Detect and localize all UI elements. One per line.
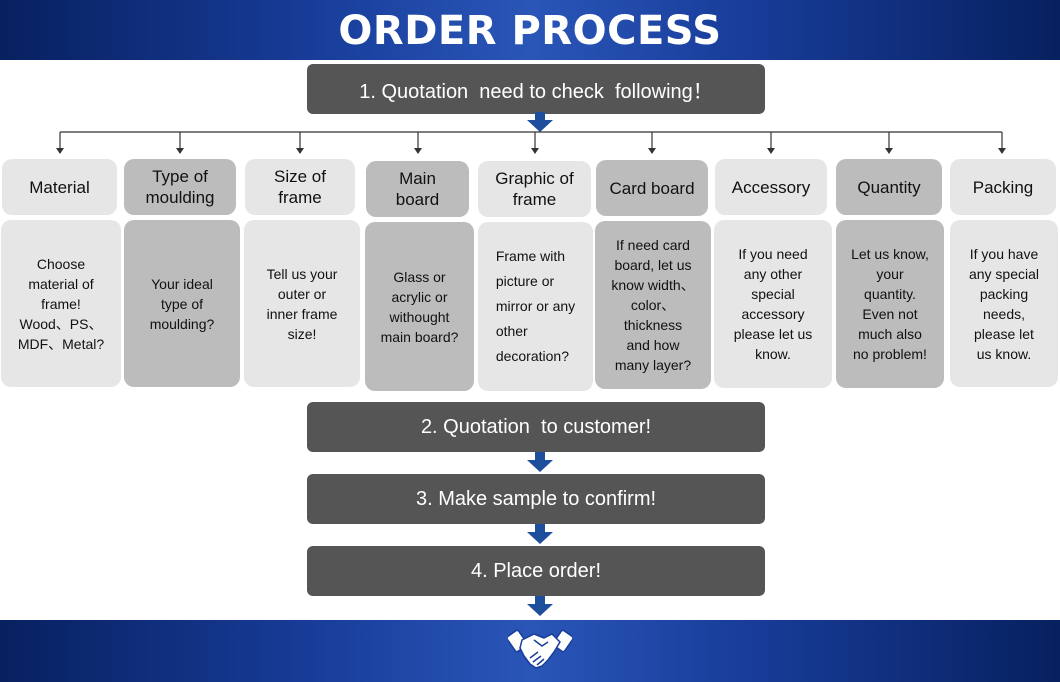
card-board-header: Card board: [596, 160, 708, 216]
packing-title: Packing: [972, 177, 1034, 197]
step-4-box: 4. Place order!: [307, 546, 765, 596]
size-description: Tell us your outer or inner frame size!: [244, 220, 360, 387]
step-3-box: 3. Make sample to confirm!: [307, 474, 765, 524]
graphic-header: Graphic of frame: [478, 161, 591, 217]
card-board-title: Card board: [609, 178, 695, 198]
graphic-description: Frame with picture or mirror or any othe…: [478, 222, 593, 391]
quantity-description: Let us know, your quantity. Even not muc…: [836, 220, 944, 388]
graphic-text: Frame with picture or mirror or any othe…: [495, 248, 576, 364]
packing-header: Packing: [950, 159, 1056, 215]
accessory-text: If you need any other special accessory …: [733, 246, 813, 362]
accessory-description: If you need any other special accessory …: [714, 220, 832, 388]
material-header: Material: [2, 159, 117, 215]
arrow-down-icon: [527, 452, 553, 472]
material-description: Choose material of frame! Wood、PS、 MDF、M…: [1, 220, 121, 387]
step-2-box: 2. Quotation to customer!: [307, 402, 765, 452]
moulding-text: Your ideal type of moulding?: [149, 275, 215, 332]
main-board-description: Glass or acrylic or withought main board…: [365, 222, 474, 391]
handshake-icon: [508, 629, 572, 669]
main-board-text: Glass or acrylic or withought main board…: [380, 268, 459, 345]
step-1-box: 1. Quotation need to check following！: [307, 64, 765, 114]
material-text: Choose material of frame! Wood、PS、 MDF、M…: [17, 255, 105, 352]
moulding-title: Type of moulding: [145, 167, 215, 207]
arrow-down-icon: [527, 524, 553, 544]
branch-connector: [56, 131, 1006, 154]
card-board-description: If need card board, let us know width、 c…: [595, 221, 711, 389]
arrow-down-icon: [527, 112, 553, 132]
card-board-text: If need card board, let us know width、 c…: [611, 237, 695, 373]
packing-description: If you have any special packing needs, p…: [950, 220, 1058, 387]
main-board-title: Main board: [395, 169, 440, 209]
material-title: Material: [29, 177, 90, 197]
size-text: Tell us your outer or inner frame size!: [266, 265, 338, 342]
header-banner: ORDER PROCESS: [0, 0, 1060, 60]
quantity-text: Let us know, your quantity. Even not muc…: [851, 246, 929, 362]
arrow-down-icon: [527, 596, 553, 616]
size-title: Size of frame: [274, 167, 326, 207]
graphic-title: Graphic of frame: [495, 169, 574, 209]
accessory-title: Accessory: [731, 177, 811, 197]
accessory-header: Accessory: [715, 159, 827, 215]
main-board-header: Main board: [366, 161, 469, 217]
moulding-header: Type of moulding: [124, 159, 236, 215]
quantity-title: Quantity: [857, 177, 921, 197]
page-title: ORDER PROCESS: [338, 8, 722, 54]
packing-text: If you have any special packing needs, p…: [968, 245, 1040, 362]
moulding-description: Your ideal type of moulding?: [124, 220, 240, 387]
quantity-header: Quantity: [836, 159, 942, 215]
size-header: Size of frame: [245, 159, 355, 215]
